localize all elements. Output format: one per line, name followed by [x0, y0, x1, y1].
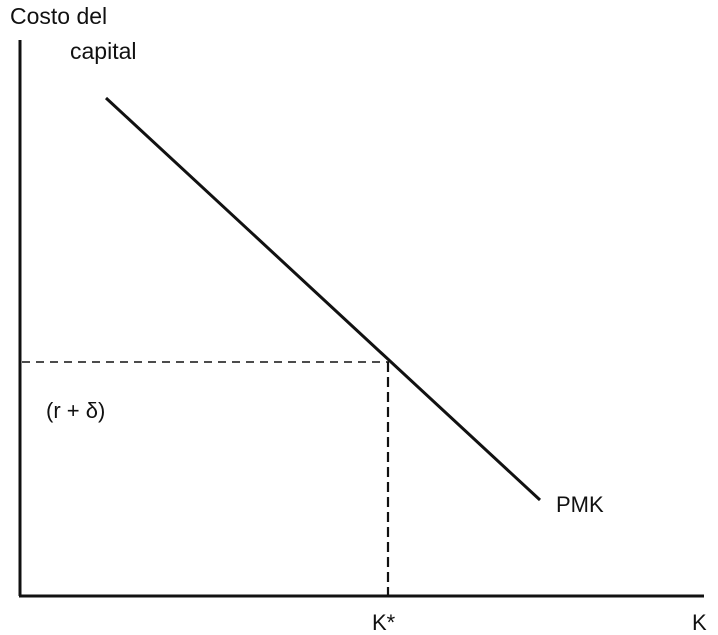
y-axis-label-line2: capital	[70, 38, 136, 64]
x-axis-label: K	[692, 610, 707, 635]
optimal-capital-label: K*	[372, 610, 396, 635]
cost-level-label: (r + δ)	[46, 398, 105, 423]
pmk-curve	[104, 96, 542, 502]
y-axis-label-line1: Costo del	[10, 3, 107, 29]
pmk-label: PMK	[556, 492, 604, 517]
